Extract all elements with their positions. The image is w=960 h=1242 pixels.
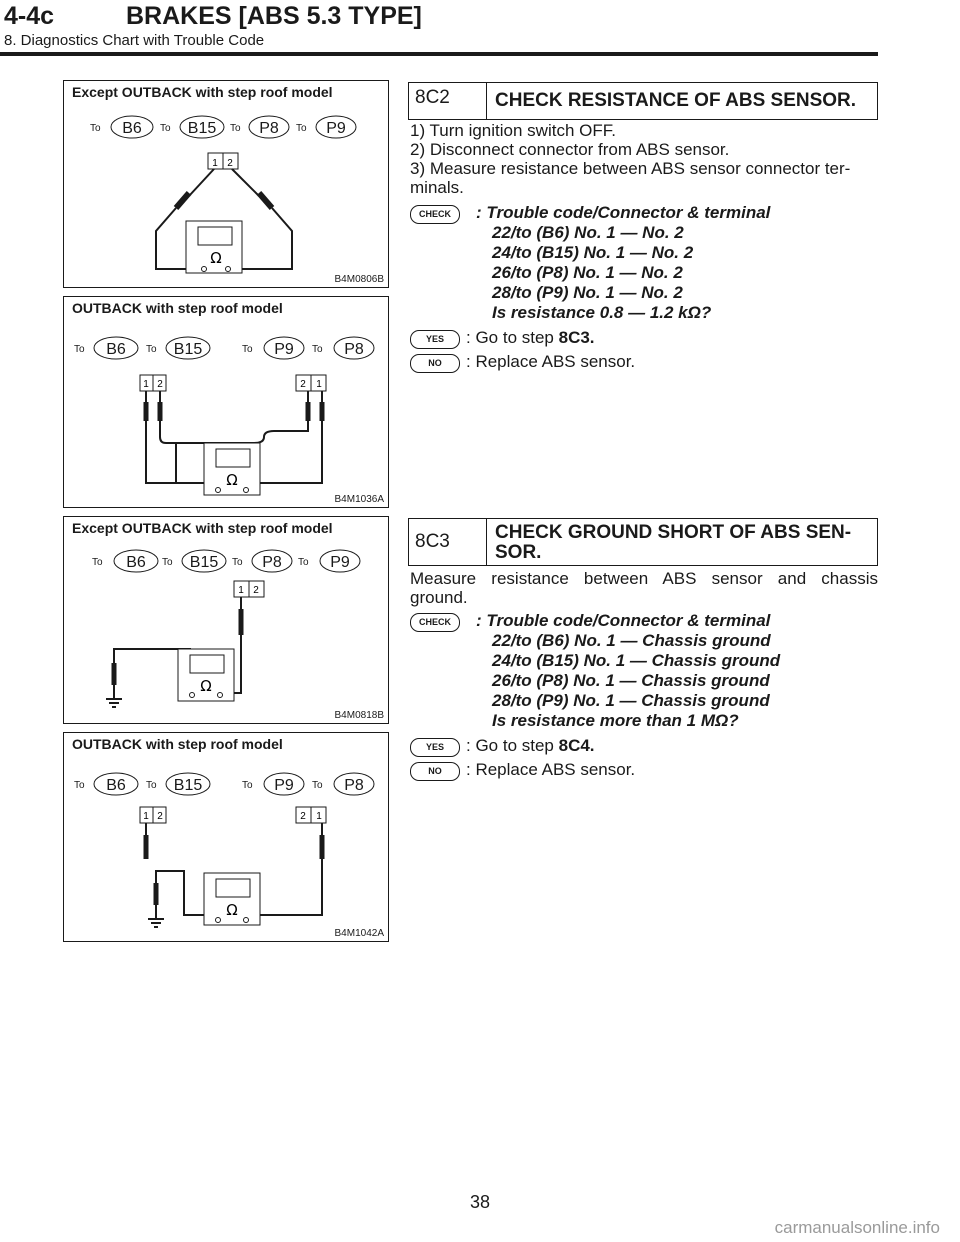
connector-label: B15 — [174, 341, 203, 358]
section-subtitle: 8. Diagnostics Chart with Trouble Code — [4, 32, 265, 49]
figure-title: Except OUTBACK with step roof model — [72, 84, 333, 100]
figure-3-wiring-diagram: Except OUTBACK with step roof model To B… — [63, 516, 389, 724]
svg-text:To: To — [74, 344, 85, 355]
figure-3-svg: To B6 To B15 To P8 To P9 1 2 Ω — [92, 549, 361, 708]
svg-text:1: 1 — [316, 379, 322, 390]
svg-text:To: To — [232, 557, 243, 568]
instruction-line: 2) Disconnect connector from ABS sensor. — [410, 140, 730, 159]
connector-label: P9 — [326, 120, 346, 137]
svg-text:1: 1 — [238, 585, 244, 596]
to-label: To — [90, 123, 101, 134]
yes-answer: : Go to step 8C3. — [466, 328, 595, 347]
svg-text:2: 2 — [157, 811, 163, 822]
svg-text:1: 1 — [316, 811, 322, 822]
step-8c3-header: 8C3 CHECK GROUND SHORT OF ABS SEN- SOR. — [408, 518, 878, 566]
connector-label: P8 — [262, 554, 282, 571]
connector-label: P8 — [344, 341, 364, 358]
svg-text:To: To — [296, 123, 307, 134]
yes-badge: YES — [410, 738, 460, 757]
svg-text:1: 1 — [143, 379, 149, 390]
ohm-symbol: Ω — [200, 677, 211, 695]
step-number: 8C2 — [409, 83, 487, 119]
instruction-line: minals. — [410, 178, 464, 197]
connector-label: P8 — [344, 777, 364, 794]
no-badge: NO — [410, 354, 460, 373]
figure-id: B4M0818B — [334, 710, 384, 721]
connector-label: B15 — [190, 554, 219, 571]
ohm-symbol: Ω — [210, 249, 221, 267]
connector-label: B15 — [188, 120, 217, 137]
figure-2-wiring-diagram: OUTBACK with step roof model To B6 To B1… — [63, 296, 389, 508]
svg-text:To: To — [242, 344, 253, 355]
svg-text:To: To — [298, 557, 309, 568]
svg-text:1: 1 — [212, 158, 218, 169]
check-badge: CHECK — [410, 205, 460, 224]
svg-text:To: To — [162, 557, 173, 568]
no-answer: : Replace ABS sensor. — [466, 760, 636, 779]
ohm-symbol: Ω — [226, 901, 237, 919]
step-8c3-instructions: Measure resistance between ABS sensor an… — [410, 569, 878, 607]
figure-id: B4M1042A — [334, 928, 384, 939]
instruction-line: ground. — [410, 588, 468, 607]
section-title: BRAKES [ABS 5.3 TYPE] — [126, 2, 422, 30]
connector-label: P9 — [274, 777, 294, 794]
section-code: 4-4c — [4, 2, 55, 30]
svg-text:1: 1 — [143, 811, 149, 822]
figure-id: B4M1036A — [334, 494, 384, 505]
connector-label: B15 — [174, 777, 203, 794]
step-title: CHECK RESISTANCE OF ABS SENSOR. — [495, 90, 857, 111]
instruction-line: 3) Measure resistance between ABS sensor… — [410, 159, 851, 178]
yes-step-link[interactable]: 8C3. — [558, 328, 595, 347]
header-rule — [0, 52, 878, 56]
no-badge: NO — [410, 762, 460, 781]
check-badge: CHECK — [410, 613, 460, 632]
svg-text:2: 2 — [227, 158, 233, 169]
svg-text:To: To — [74, 780, 85, 791]
page-number: 38 — [469, 1192, 491, 1212]
yes-answer: : Go to step 8C4. — [466, 736, 595, 755]
step-8c2-header: 8C2 CHECK RESISTANCE OF ABS SENSOR. — [408, 82, 878, 120]
no-answer: : Replace ABS sensor. — [466, 352, 636, 371]
yes-step-link[interactable]: 8C4. — [558, 736, 595, 755]
svg-text:To: To — [146, 780, 157, 791]
step-8c2-check-criteria: : Trouble code/Connector & terminal 22/t… — [476, 203, 771, 322]
svg-text:To: To — [230, 123, 241, 134]
connector-label: B6 — [126, 554, 146, 571]
figure-title: Except OUTBACK with step roof model — [72, 520, 333, 536]
connector-label: P9 — [274, 341, 294, 358]
yes-badge: YES — [410, 330, 460, 349]
connector-label: P9 — [330, 554, 350, 571]
svg-text:To: To — [92, 557, 103, 568]
connector-label: B6 — [106, 341, 126, 358]
figure-4-wiring-diagram: OUTBACK with step roof model To B6 To B1… — [63, 732, 389, 942]
svg-text:To: To — [146, 344, 157, 355]
figure-title: OUTBACK with step roof model — [72, 736, 283, 752]
figure-2-svg: To B6 To B15 To P9 To P8 1 2 2 1 — [74, 336, 375, 496]
svg-text:2: 2 — [300, 811, 306, 822]
instruction-line: Measure resistance between ABS sensor an… — [410, 569, 878, 588]
svg-text:2: 2 — [157, 379, 163, 390]
svg-text:To: To — [242, 780, 253, 791]
svg-text:To: To — [312, 344, 323, 355]
figure-1-svg: To B6 To B15 To P8 To P9 1 2 Ω — [90, 115, 357, 274]
watermark: carmanualsonline.info — [774, 1218, 940, 1237]
svg-text:2: 2 — [253, 585, 259, 596]
figure-title: OUTBACK with step roof model — [72, 300, 283, 316]
ohm-symbol: Ω — [226, 471, 237, 489]
figure-1-wiring-diagram: Except OUTBACK with step roof model To B… — [63, 80, 389, 288]
step-8c2-instructions: 1) Turn ignition switch OFF. 2) Disconne… — [410, 121, 878, 197]
svg-text:To: To — [160, 123, 171, 134]
svg-text:2: 2 — [300, 379, 306, 390]
step-8c3-check-criteria: : Trouble code/Connector & terminal 22/t… — [476, 611, 781, 730]
connector-label: B6 — [122, 120, 142, 137]
instruction-line: 1) Turn ignition switch OFF. — [410, 121, 616, 140]
svg-text:To: To — [312, 780, 323, 791]
connector-label: B6 — [106, 777, 126, 794]
connector-label: P8 — [259, 120, 279, 137]
figure-id: B4M0806B — [334, 274, 384, 285]
step-title: CHECK GROUND SHORT OF ABS SEN- SOR. — [495, 522, 852, 563]
step-number: 8C3 — [409, 519, 487, 565]
figure-4-svg: To B6 To B15 To P9 To P8 1 2 2 1 — [74, 772, 375, 928]
